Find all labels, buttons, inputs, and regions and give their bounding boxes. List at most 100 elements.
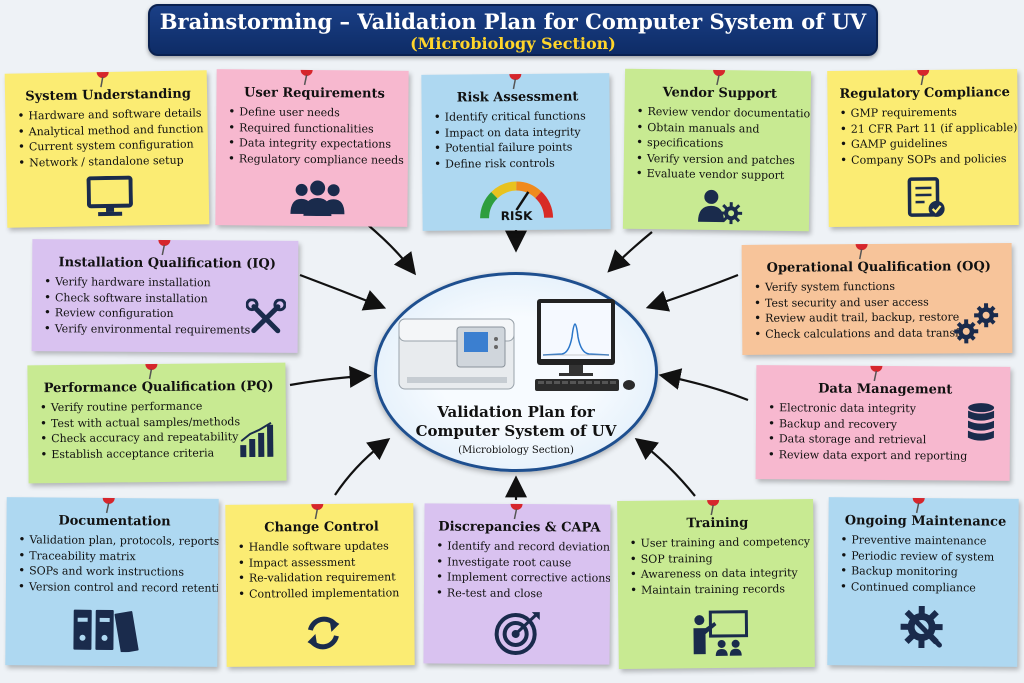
list-item: Verify system functions xyxy=(754,278,1004,295)
list-item: Evaluate vendor support xyxy=(636,166,802,184)
user-gear-icon xyxy=(697,189,743,225)
database-icon xyxy=(967,403,995,441)
page-subtitle: (Microbiology Section) xyxy=(410,34,616,53)
note-title: Performance Qualification (PQ) xyxy=(43,378,274,397)
list-item: Periodic review of system xyxy=(840,548,1010,565)
list-item: Define risk controls xyxy=(434,155,602,172)
pushpin-icon xyxy=(509,73,522,90)
page-title: Brainstorming – Validation Plan for Comp… xyxy=(159,9,867,34)
note-operational-qualification: Operational Qualification (OQ) Verify sy… xyxy=(741,243,1013,355)
note-performance-qualification: Performance Qualification (PQ) Verify ro… xyxy=(27,362,287,484)
list-item: Awareness on data integrity xyxy=(630,565,806,582)
note-data-management: Data Management Electronic data integrit… xyxy=(755,365,1011,481)
list-item: Preventive maintenance xyxy=(840,532,1010,549)
list-item: Traceability matrix xyxy=(18,548,210,565)
list-item: Impact assessment xyxy=(238,554,406,571)
arrow-change xyxy=(334,437,391,496)
note-title: Data Management xyxy=(818,381,953,398)
note-list: Define user needs Required functionaliti… xyxy=(228,104,404,168)
note-title: Operational Qualification (OQ) xyxy=(766,259,991,276)
risk-label: RISK xyxy=(501,209,533,223)
list-item: Verify hardware installation xyxy=(44,274,290,291)
note-list: Identify and record deviations Investiga… xyxy=(436,538,611,601)
note-ongoing-maintenance: Ongoing Maintenance Preventive maintenan… xyxy=(827,497,1019,667)
note-list: Handle software updates Impact assessmen… xyxy=(238,538,407,601)
note-title: Risk Assessment xyxy=(456,89,579,106)
note-list: Identify critical functions Impact on da… xyxy=(434,108,603,171)
gear-wrench-icon xyxy=(900,605,943,649)
note-title: User Requirements xyxy=(244,85,385,102)
list-item: User training and competency xyxy=(629,534,811,551)
arrow-training xyxy=(634,437,696,497)
list-item: Re-validation requirement xyxy=(238,569,406,586)
note-vendor-support: Vendor Support Review vendor documentati… xyxy=(622,68,812,232)
arrow-oq xyxy=(645,273,739,312)
note-list: Review vendor documentation Obtain manua… xyxy=(636,104,812,184)
note-regulatory-compliance: Regulatory Compliance GMP requirements 2… xyxy=(827,69,1019,227)
refresh-icon xyxy=(307,616,340,650)
tools-icon xyxy=(245,298,286,334)
note-change-control: Change Control Handle software updates I… xyxy=(225,503,415,667)
list-item: 21 CFR Part 11 (if applicable) xyxy=(840,120,1018,137)
binders-icon xyxy=(73,609,139,653)
note-title: Change Control xyxy=(264,519,379,536)
pushpin-icon xyxy=(510,503,523,520)
center-title-line2: Computer System of UV xyxy=(415,422,617,440)
list-item: Handle software updates xyxy=(238,538,406,555)
arrow-data xyxy=(658,368,749,402)
pushpin-icon xyxy=(102,497,115,514)
list-item: GMP requirements xyxy=(840,104,1010,121)
list-item: Define user needs xyxy=(228,104,400,121)
note-documentation: Documentation Validation plan, protocols… xyxy=(5,497,219,667)
list-item: Validation plan, protocols, reports xyxy=(18,532,218,549)
pushpin-icon xyxy=(158,239,171,256)
list-item: Version control and record retention xyxy=(18,579,219,596)
note-title: Installation Qualification (IQ) xyxy=(58,255,276,272)
note-training: Training User training and competency SO… xyxy=(617,498,815,670)
list-item: SOPs and work instructions xyxy=(18,563,210,580)
list-item: Data integrity expectations xyxy=(228,135,400,152)
list-item: Identify critical functions xyxy=(434,108,602,125)
list-item: Network / standalone setup xyxy=(18,152,200,171)
pushpin-icon xyxy=(707,498,720,516)
note-list: Validation plan, protocols, reports Trac… xyxy=(18,532,219,596)
note-installation-qualification: Installation Qualification (IQ) Verify h… xyxy=(31,239,299,353)
note-title: Regulatory Compliance xyxy=(839,85,1010,102)
arrow-vendor xyxy=(607,231,653,273)
target-icon xyxy=(494,612,540,655)
center-hub: Validation Plan for Computer System of U… xyxy=(374,272,658,472)
note-list: Preventive maintenance Periodic review o… xyxy=(840,532,1011,595)
note-list: GMP requirements 21 CFR Part 11 (if appl… xyxy=(840,104,1018,168)
note-title: Documentation xyxy=(58,513,171,530)
list-item: Company SOPs and policies xyxy=(840,151,1010,168)
list-item: Maintain training records xyxy=(630,581,806,598)
note-title: Ongoing Maintenance xyxy=(844,513,1007,530)
pushpin-icon xyxy=(300,69,313,86)
list-item: Controlled implementation xyxy=(238,585,406,602)
list-item: Continued compliance xyxy=(840,579,1010,596)
list-item: Regulatory compliance needs xyxy=(228,151,404,168)
note-risk-assessment: Risk Assessment Identify critical functi… xyxy=(421,73,611,231)
pushpin-icon xyxy=(145,362,158,380)
pushpin-icon xyxy=(96,70,109,88)
arrow-pq xyxy=(289,365,372,388)
list-item: SOP training xyxy=(630,550,806,567)
note-title: Discrepancies & CAPA xyxy=(438,519,601,536)
bar-chart-icon xyxy=(240,421,274,458)
uv-spectrophotometer-icon xyxy=(398,299,635,391)
list-item: Potential failure points xyxy=(434,139,602,156)
pushpin-icon xyxy=(311,503,324,520)
users-icon xyxy=(290,180,345,217)
list-item: Implement corrective actions xyxy=(436,569,611,586)
pushpin-icon xyxy=(713,68,726,86)
note-title: Training xyxy=(686,515,749,532)
list-item: Backup monitoring xyxy=(840,563,1010,580)
pushpin-icon xyxy=(917,69,930,86)
note-discrepancies-capa: Discrepancies & CAPA Identify and record… xyxy=(423,503,611,665)
list-item: Required functionalities xyxy=(228,120,400,137)
center-subtitle: (Microbiology Section) xyxy=(458,445,574,456)
note-title: System Understanding xyxy=(25,86,191,105)
pushpin-icon xyxy=(870,365,883,382)
monitor-icon xyxy=(86,175,133,217)
pushpin-icon xyxy=(855,243,868,260)
